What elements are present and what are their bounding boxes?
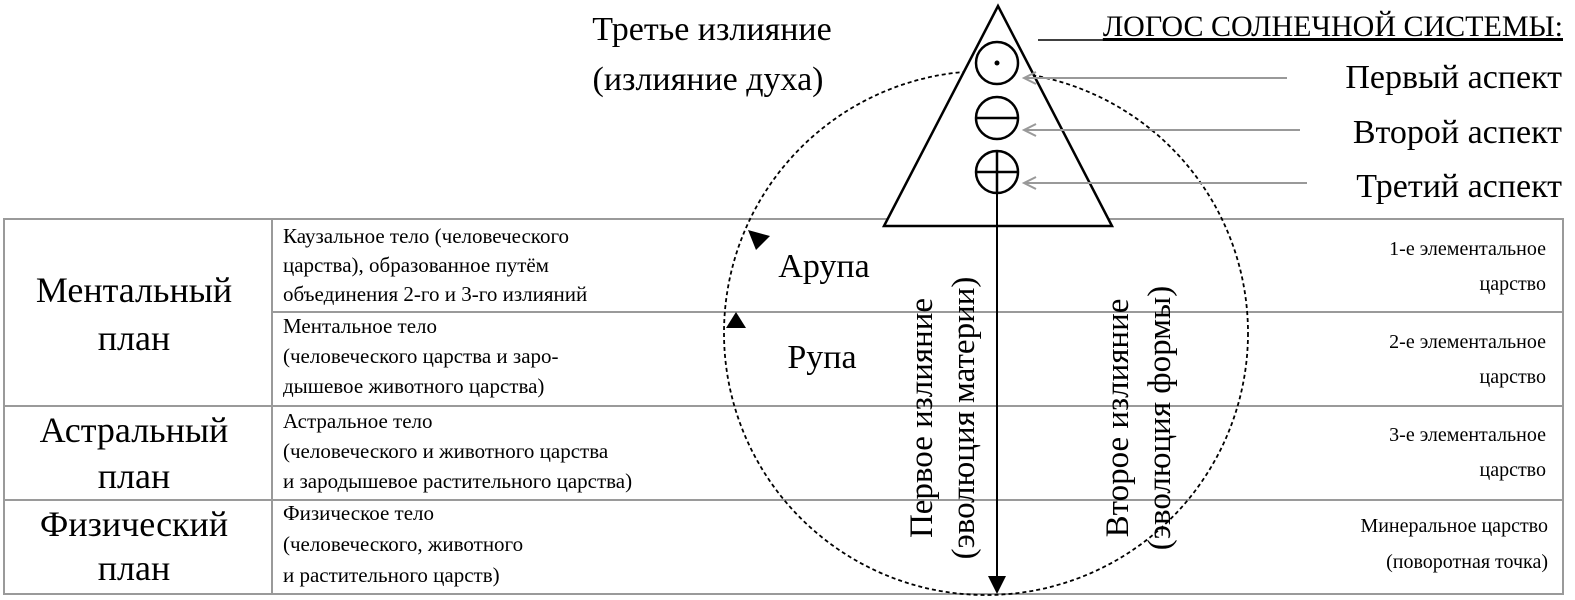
svg-text:Минеральное царство: Минеральное царство [1360, 515, 1548, 537]
plane-mental-line2: план [98, 318, 170, 358]
first-outpouring-label: Первое излияние (эволюция материи) [904, 277, 982, 560]
plane-physical-line1: Физический [40, 504, 228, 544]
svg-text:3-е элементальное: 3-е элементальное [1389, 424, 1546, 446]
third-outpouring-title: Третье излияние [592, 11, 831, 48]
third-outpouring-subtitle: (излияние духа) [593, 61, 824, 98]
svg-text:царства), образованное путём: царства), образованное путём [283, 253, 549, 277]
svg-text:(человеческого царства и заро-: (человеческого царства и заро- [283, 344, 559, 368]
first-outpouring-arrowhead [988, 576, 1006, 594]
descending-arrowhead [748, 230, 770, 250]
svg-text:(поворотная точка): (поворотная точка) [1386, 551, 1548, 573]
svg-text:(эволюция формы): (эволюция формы) [1142, 286, 1178, 550]
kingdom-2: 2-е элементальное царство [1389, 331, 1546, 388]
svg-text:Первое излияние: Первое излияние [904, 298, 940, 538]
svg-text:2-е элементальное: 2-е элементальное [1389, 331, 1546, 353]
plane-astral-line1: Астральный [40, 410, 229, 450]
svg-text:царство: царство [1479, 366, 1546, 388]
second-aspect-symbol [974, 95, 1020, 141]
svg-text:Астральное тело: Астральное тело [283, 409, 433, 433]
svg-text:(человеческого и животного цар: (человеческого и животного царства [283, 439, 609, 463]
svg-text:и зародышевое растительного ца: и зародышевое растительного царства) [283, 469, 632, 493]
body-causal: Каузальное тело (человеческого царства),… [283, 224, 587, 306]
plane-mental-line1: Ментальный [36, 270, 232, 310]
svg-text:Каузальное тело (человеческого: Каузальное тело (человеческого [283, 224, 569, 248]
aspect-pointers [1021, 71, 1307, 190]
svg-text:дышевое животного царства): дышевое животного царства) [283, 374, 544, 398]
plane-physical-line2: план [98, 548, 170, 588]
kingdom-mineral: Минеральное царство (поворотная точка) [1360, 515, 1548, 573]
first-aspect-symbol [974, 40, 1020, 86]
second-outpouring-label: Второе излияние (эволюция формы) [1100, 286, 1178, 550]
body-physical: Физическое тело (человеческого, животног… [283, 501, 523, 587]
svg-text:(эволюция материи): (эволюция материи) [946, 277, 982, 560]
plane-astral-line2: план [98, 456, 170, 496]
body-astral: Астральное тело (человеческого и животно… [283, 409, 632, 493]
svg-text:Ментальное тело: Ментальное тело [283, 314, 437, 338]
svg-text:(человеческого, животного: (человеческого, животного [283, 532, 523, 556]
kingdom-1: 1-е элементальное царство [1389, 238, 1546, 295]
ascending-arrowhead [726, 312, 746, 328]
aspect-label-1: Первый аспект [1345, 59, 1562, 96]
aspect-label-3: Третий аспект [1356, 168, 1562, 205]
third-aspect-symbol [974, 149, 1020, 195]
aspect-label-2: Второй аспект [1353, 114, 1562, 151]
svg-text:и растительного царств): и растительного царств) [283, 563, 500, 587]
arupa-label: Арупа [778, 248, 869, 285]
svg-text:царство: царство [1479, 459, 1546, 481]
rupa-label: Рупа [787, 339, 856, 376]
svg-text:1-е элементальное: 1-е элементальное [1389, 238, 1546, 260]
kingdom-3: 3-е элементальное царство [1389, 424, 1546, 481]
logos-title: ЛОГОС СОЛНЕЧНОЙ СИСТЕМЫ: [1103, 10, 1563, 43]
svg-text:царство: царство [1479, 273, 1546, 295]
planes-table [3, 218, 1564, 595]
svg-text:объединения 2-го и 3-го излиян: объединения 2-го и 3-го излияний [283, 282, 587, 306]
svg-text:Второе излияние: Второе излияние [1100, 299, 1136, 538]
svg-text:Физическое тело: Физическое тело [283, 501, 434, 525]
body-mental: Ментальное тело (человеческого царства и… [283, 314, 559, 398]
